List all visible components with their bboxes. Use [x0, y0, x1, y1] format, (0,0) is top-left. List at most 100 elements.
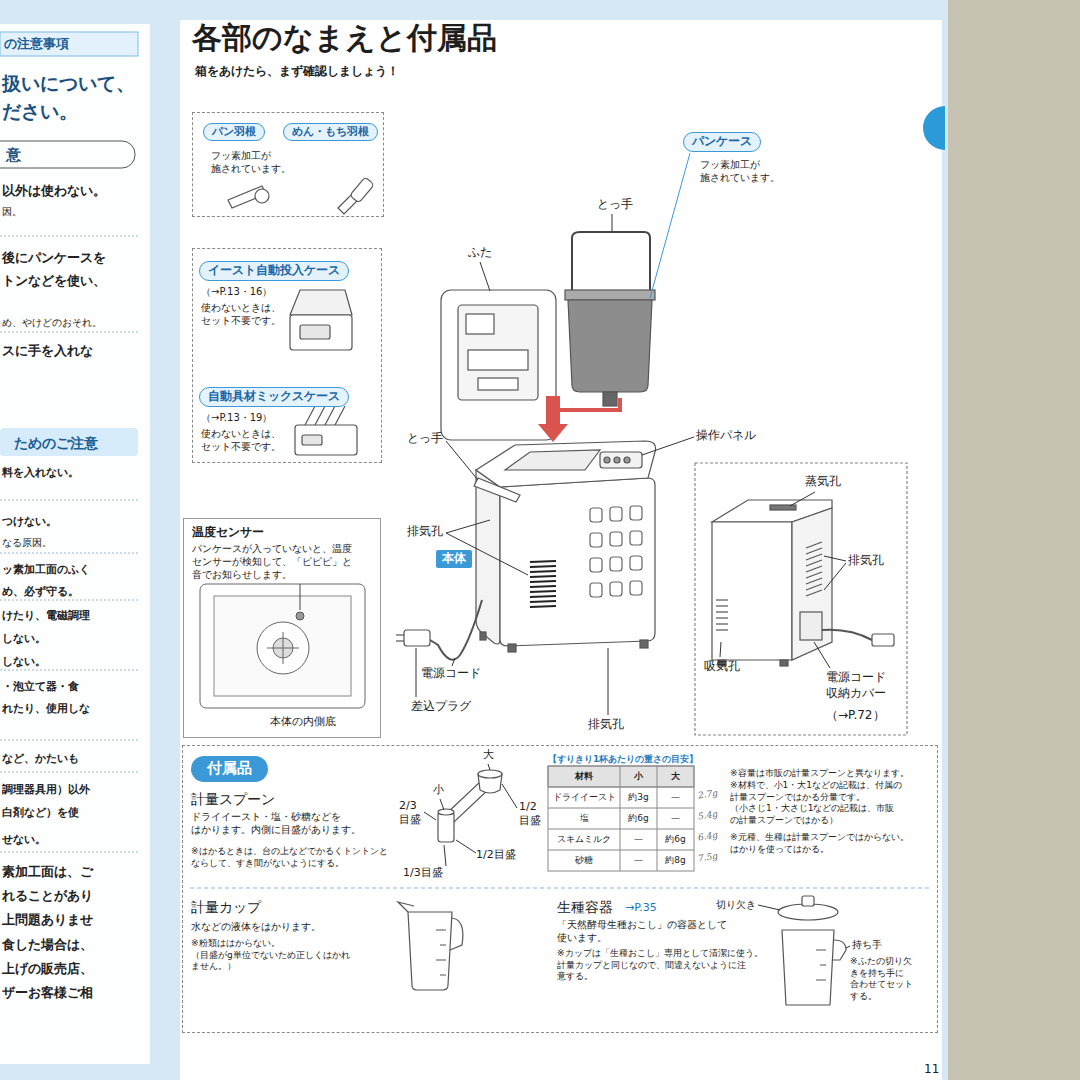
table-cell: —	[657, 787, 694, 808]
text-line: 2/3	[399, 799, 421, 813]
spoon-drawing-part	[438, 812, 454, 842]
part-label: 排気孔	[588, 717, 624, 733]
part-label: 排気孔	[407, 524, 443, 540]
sensor-drawing-part	[257, 622, 309, 674]
weight-table-part	[620, 766, 621, 871]
part-label: 電源コード	[421, 666, 481, 682]
node-text: →P.35	[625, 901, 657, 915]
page-fragment: 食した場合は、	[2, 937, 93, 954]
left-page-decor-part	[0, 236, 140, 852]
bread-machine-front-part-part	[630, 556, 642, 570]
spoon-drawing-part	[438, 809, 454, 815]
node-text: 計量カップ	[191, 898, 261, 916]
bread-machine-front-part-part	[610, 507, 622, 521]
back-view-drawing-part-part	[806, 584, 822, 590]
part-label: （→P.72）	[826, 708, 885, 724]
insert-arrow-part	[538, 424, 568, 442]
back-view-drawing-part-part	[806, 572, 822, 578]
part-label: とっ手	[597, 197, 633, 213]
case-drawings-part	[305, 406, 345, 425]
left-page-decor-part	[0, 428, 138, 456]
weight-table-part	[548, 829, 694, 830]
back-view-drawing-part-part	[806, 578, 822, 584]
text-line: セット不要です。	[201, 314, 281, 327]
node-text: （→P.13・19）	[201, 411, 272, 424]
node-text: 水などの液体をはかります。	[191, 920, 321, 933]
spoon-drawing	[438, 770, 502, 842]
measuring-cup	[398, 902, 463, 990]
part-tag: パンケース	[683, 132, 761, 152]
bread-machine-front-part	[505, 450, 600, 470]
page-background-part	[0, 24, 150, 1064]
part-tag: 自動具材ミックスケース	[199, 387, 349, 407]
back-view-drawing-part	[780, 660, 788, 666]
page-number: 11	[924, 1062, 939, 1078]
left-page-decor-part-part	[0, 553, 140, 554]
sensor-drawing-part	[214, 596, 351, 696]
node-text: パンケースが入っていないと、温度 センサーが検知して、「ピピピ」と 音でお知らせ…	[192, 542, 352, 581]
back-view-drawing-part-part	[716, 605, 728, 606]
page-fragment: ためのご注意	[14, 434, 98, 452]
table-cell: 塩	[548, 808, 620, 829]
table-cell: 大	[657, 766, 694, 787]
back-view-leaders-part	[824, 556, 846, 561]
scale-label: 1/2 目盛	[519, 800, 541, 829]
back-view-leaders-part	[720, 642, 721, 657]
bread-machine-front-part-part	[590, 533, 602, 547]
back-view-drawing-part	[872, 634, 894, 646]
part-label: 吸気孔	[704, 659, 740, 675]
bread-machine-front-part-part	[530, 601, 556, 602]
insert-arrow-part	[546, 396, 560, 424]
text-line: 収納カバー	[826, 686, 886, 702]
left-page-decor-part-part	[0, 670, 140, 671]
back-view-drawing-part-part	[806, 548, 822, 554]
back-view-drawing-part-part	[716, 617, 728, 618]
bread-machine-front-part	[604, 457, 610, 463]
table-cell: 約6g	[620, 808, 657, 829]
container-leaders-part	[758, 905, 780, 910]
node-text: ※はかるときは、台の上などでかるくトントンと ならして、すき間がないようにする。	[191, 846, 388, 869]
spoon-leaders	[424, 764, 517, 866]
left-page-decor-part	[0, 32, 138, 56]
leader-lines-part	[612, 214, 613, 231]
bread-machine-front-part	[500, 478, 655, 646]
node-text: 「天然酵母生種おこし」の容器として 使います。	[557, 918, 727, 944]
part-label: 排気孔	[848, 553, 884, 569]
sensor-drawing-part	[267, 632, 299, 664]
bread-machine-front-part-part	[530, 606, 556, 607]
scale-label: 大	[483, 748, 494, 762]
node-text: ※粉類ははからない。 （目盛がg単位でないため正しくはかれ ません。）	[191, 938, 350, 973]
bread-machine-front-part	[600, 452, 642, 468]
back-view-drawing-part	[792, 508, 832, 660]
leader-lines-part	[650, 153, 690, 298]
page-fragment: ザーお客様ご相	[2, 985, 93, 1002]
spoon-leaders-part	[440, 799, 444, 810]
page-title: 各部のなまえと付属品	[192, 18, 497, 57]
leader-lines-part	[446, 520, 490, 533]
bread-machine-front-part	[430, 600, 482, 660]
weight-table	[548, 766, 694, 871]
page-fragment: 以外は使わない。	[2, 183, 106, 200]
page-fragment: 料を入れない。	[2, 466, 79, 480]
page-fragment: しない。	[2, 632, 46, 646]
bread-machine-front-part	[458, 305, 538, 400]
table-cell: ドライイースト	[548, 787, 620, 808]
blade-drawings-part	[255, 189, 269, 203]
case-drawings	[290, 290, 357, 455]
spoon-leaders-part	[424, 812, 436, 820]
table-cell: 約3g	[620, 787, 657, 808]
table-note: ※元種、生種は計量スプーンではからない。 はかりを使ってはかる。	[730, 832, 909, 855]
text-line: はかります。内側に目盛があります。	[191, 823, 361, 836]
page-fragment: め、必ず守る。	[2, 585, 79, 599]
node-text: パン羽根	[212, 125, 256, 139]
part-note: ※ふたの切り欠 きを持ち手に 合わせてセット する。	[850, 956, 913, 1003]
body-tag: 本体	[436, 550, 472, 568]
text-line: ※粉類ははからない。	[191, 938, 350, 950]
node-text: 自動具材ミックスケース	[208, 389, 340, 405]
back-view-drawing-part-part	[716, 629, 728, 630]
text-line: 施されています。	[700, 171, 780, 184]
part-label: 操作パネル	[696, 428, 756, 444]
page-fragment: 因。	[2, 205, 22, 218]
page-fragment: 調理器具用）以外	[2, 783, 90, 797]
